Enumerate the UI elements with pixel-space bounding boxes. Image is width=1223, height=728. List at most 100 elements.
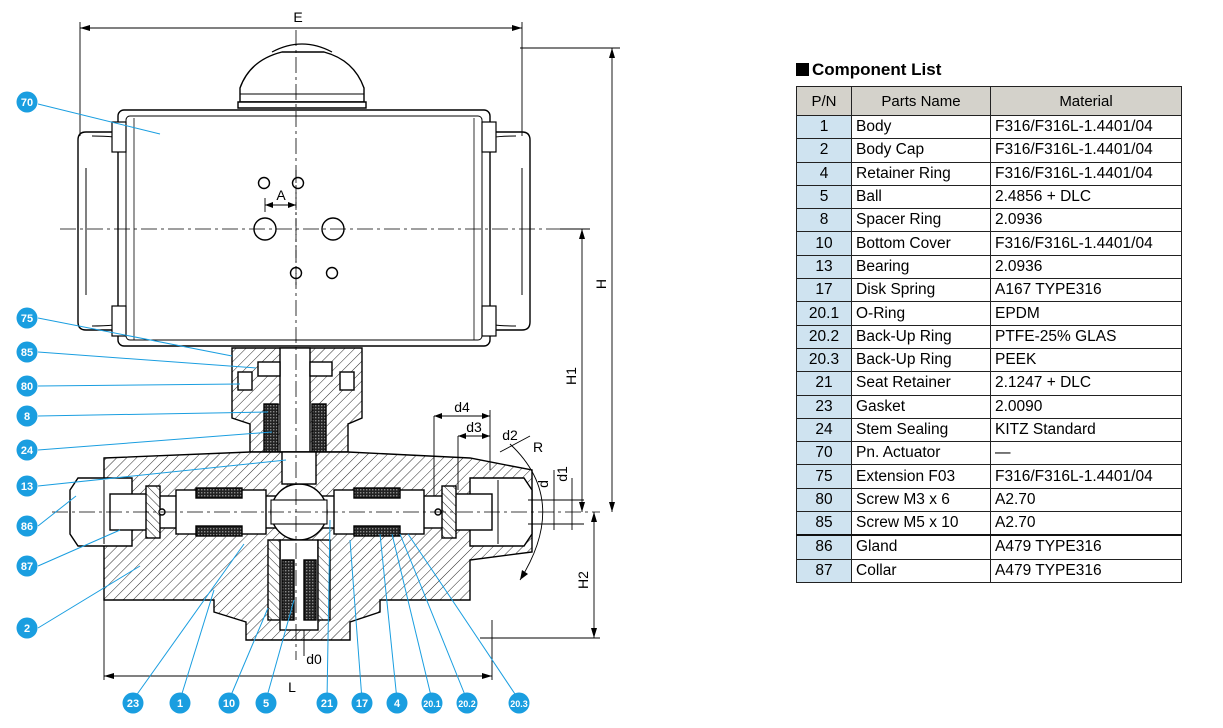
callout-5: 5 [255,692,277,714]
callout-13: 13 [16,475,38,497]
dim-d2: d2 [502,427,518,443]
cell-name: Screw M5 x 10 [851,511,991,537]
dim-l: L [288,679,296,695]
cell-material: A2.70 [990,487,1182,513]
cell-name: Ball [851,184,991,210]
callout-label: 86 [21,521,33,533]
dim-h2: H2 [575,571,591,589]
component-list-title-text: Component List [812,60,942,79]
dim-a: A [276,187,286,203]
callout-75: 75 [16,307,38,329]
cell-material: 2.0090 [990,394,1182,419]
cell-name: Collar [851,558,991,583]
callout-1: 1 [169,692,191,714]
cell-material: A2.70 [990,511,1182,537]
header-parts-name: Parts Name [851,86,991,116]
callout-10: 10 [218,692,240,714]
callout-label: 20.2 [458,699,476,709]
callout-86: 86 [16,515,38,537]
cell-material: F316/F316L-1.4401/04 [990,161,1182,186]
cell-material: EPDM [990,301,1182,326]
cell-name: Stem Sealing [851,417,991,443]
dim-h: H [593,279,609,289]
header-material: Material [990,86,1182,116]
callout-4: 4 [386,692,408,714]
callout-label: 8 [24,411,30,423]
dimension-lines [79,22,620,680]
cell-material: F316/F316L-1.4401/04 [990,464,1182,489]
callout-70: 70 [16,91,38,113]
cell-material: — [990,441,1182,466]
cell-material: F316/F316L-1.4401/04 [990,114,1182,140]
pneumatic-actuator [77,43,531,347]
cell-pn: 85 [796,511,852,537]
callout-label: 17 [356,698,368,710]
callout-8: 8 [16,405,38,427]
black-square-icon [796,63,809,76]
leader-lines [37,103,520,701]
cell-pn: 5 [796,184,852,210]
table-header-row: P/N Parts Name Material [796,86,1182,116]
cell-pn: 75 [796,464,852,489]
callout-87: 87 [16,555,38,577]
callout-23: 23 [122,692,144,714]
valve-neck [231,347,363,453]
cell-pn: 20.1 [796,301,852,326]
cell-material: A479 TYPE316 [990,558,1182,583]
callout-label: 13 [21,481,33,493]
dim-e: E [293,9,302,25]
cell-name: Spacer Ring [851,208,991,233]
cell-material: PTFE-25% GLAS [990,324,1182,349]
component-list-title: Component List [796,60,941,80]
callout-label: 5 [263,698,269,710]
cell-pn: 86 [796,534,852,560]
callout-24: 24 [16,439,38,461]
cell-pn: 70 [796,441,852,466]
header-pn: P/N [796,86,852,116]
dimension-arrows [80,25,615,679]
callout-label: 4 [394,698,401,710]
center-lines [52,30,600,660]
cell-name: O-Ring [851,301,991,326]
cell-pn: 21 [796,371,852,396]
cell-pn: 13 [796,254,852,280]
callout-20-3: 20.3 [508,692,530,714]
callout-2: 2 [16,617,38,639]
cell-material: A167 TYPE316 [990,278,1182,303]
callout-label: 1 [177,698,183,710]
cell-pn: 24 [796,417,852,443]
cell-pn: 17 [796,278,852,303]
cell-name: Disk Spring [851,278,991,303]
callout-label: 10 [223,698,235,710]
cell-material: F316/F316L-1.4401/04 [990,138,1182,163]
cell-pn: 80 [796,487,852,513]
cell-pn: 20.2 [796,324,852,349]
cell-name: Retainer Ring [851,161,991,186]
callout-80: 80 [16,375,38,397]
dim-d1: d1 [554,466,570,482]
cell-material: PEEK [990,347,1182,373]
callout-label: 70 [21,97,33,109]
cell-name: Bottom Cover [851,231,991,256]
cell-name: Extension F03 [851,464,991,489]
dim-d4: d4 [454,399,470,415]
callout-label: 85 [21,347,33,359]
